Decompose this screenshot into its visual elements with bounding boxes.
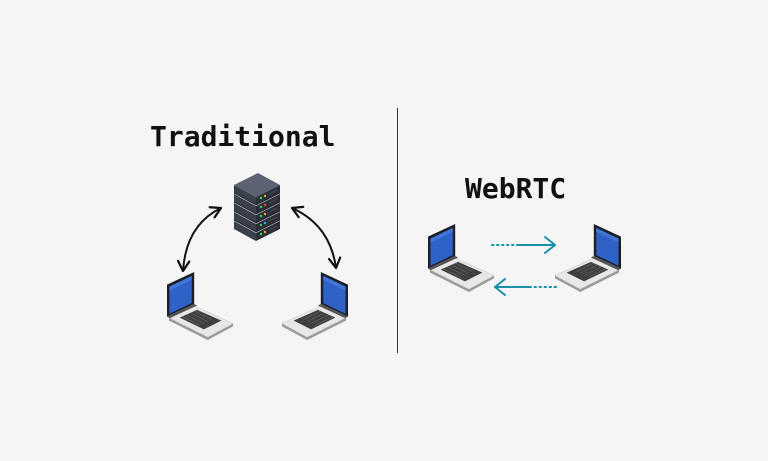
laptop-icon [428, 224, 495, 292]
arrow-left-teal [494, 278, 557, 296]
double-arrow-right [290, 205, 342, 270]
laptop-icon [282, 272, 348, 340]
laptop-icon [167, 272, 234, 340]
center-divider [397, 108, 398, 353]
double-arrow-left [176, 206, 223, 273]
arrow-right-teal [491, 236, 556, 254]
webrtc-title: WebRTC [465, 172, 567, 205]
server-icon [233, 173, 281, 241]
laptop-icon [555, 224, 621, 292]
traditional-title: Traditional [150, 120, 336, 153]
